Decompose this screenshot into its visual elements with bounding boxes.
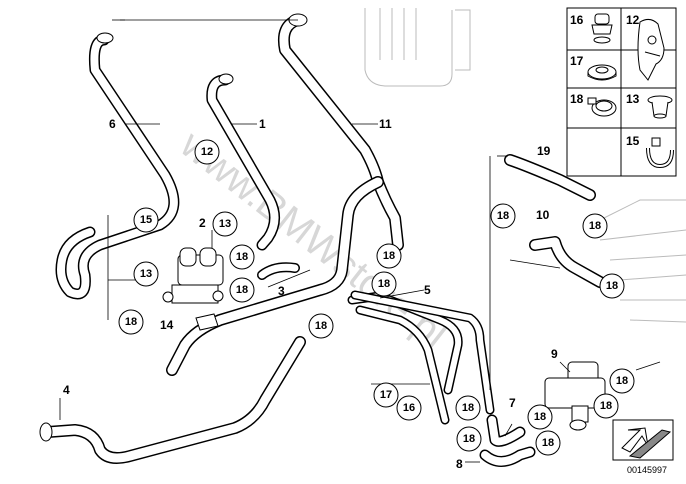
label-14: 14 — [160, 318, 174, 332]
valve-9-icon — [544, 361, 606, 431]
leader-lines — [59, 19, 661, 463]
svg-text:18: 18 — [616, 375, 628, 387]
label-5: 5 — [424, 283, 431, 297]
bracket-clip-icon — [637, 18, 665, 81]
svg-text:18: 18 — [315, 320, 327, 332]
legend-label-18: 18 — [570, 92, 584, 106]
svg-text:18: 18 — [236, 284, 248, 296]
hose-11 — [166, 13, 404, 376]
part-14-block — [195, 313, 219, 331]
callout-12: 12 — [194, 139, 220, 165]
hose-clamp-icon — [587, 97, 617, 117]
callout-18: 18 — [308, 313, 334, 339]
svg-text:18: 18 — [606, 280, 618, 292]
svg-text:18: 18 — [125, 316, 137, 328]
svg-text:13: 13 — [219, 218, 231, 230]
label-3: 3 — [278, 284, 285, 298]
callout-13-left: 13 — [133, 261, 159, 287]
hose-5-pipe — [347, 290, 495, 425]
valve-icon — [162, 247, 224, 304]
hose-10 — [529, 236, 606, 288]
hose-6 — [55, 32, 180, 300]
callout-17: 17 — [373, 382, 399, 408]
legend-label-13: 13 — [626, 92, 640, 106]
grommet-icon — [591, 13, 613, 44]
label-1: 1 — [259, 117, 266, 131]
svg-text:12: 12 — [201, 146, 213, 158]
svg-text:18: 18 — [378, 278, 390, 290]
svg-text:18: 18 — [600, 400, 612, 412]
callout-18: 18 — [455, 395, 481, 421]
callout-18: 18 — [527, 404, 553, 430]
callout-18: 18 — [535, 430, 561, 456]
background-engine-outline — [364, 8, 686, 323]
arrow-legend-icon — [612, 419, 674, 461]
callout-18: 18 — [456, 426, 482, 452]
label-11: 11 — [379, 117, 392, 131]
svg-text:15: 15 — [140, 214, 152, 226]
legend-label-15: 15 — [626, 134, 640, 148]
label-10: 10 — [536, 208, 550, 222]
legend-label-12: 12 — [626, 13, 640, 27]
svg-text:13: 13 — [140, 268, 152, 280]
svg-text:18: 18 — [542, 437, 554, 449]
callout-13-top: 13 — [212, 211, 238, 237]
legend-label-16: 16 — [570, 13, 584, 27]
svg-text:18: 18 — [383, 250, 395, 262]
callout-18: 18 — [118, 309, 144, 335]
hose-3 — [257, 262, 300, 280]
hose-19 — [504, 154, 596, 201]
svg-text:16: 16 — [403, 402, 415, 414]
callout-18: 18 — [229, 277, 255, 303]
callout-18: 18 — [609, 368, 635, 394]
callout-15: 15 — [133, 207, 159, 233]
svg-text:18: 18 — [463, 433, 475, 445]
doc-number: 00145997 — [627, 465, 667, 475]
hose-7 — [486, 414, 526, 447]
callout-18: 18 — [490, 203, 516, 229]
callout-18: 18 — [229, 244, 255, 270]
svg-text:18: 18 — [462, 402, 474, 414]
label-4: 4 — [63, 383, 70, 397]
svg-text:18: 18 — [534, 411, 546, 423]
label-8: 8 — [456, 457, 463, 471]
hose-8 — [479, 446, 536, 467]
grommet-icon-13 — [647, 95, 673, 119]
legend-panel — [566, 7, 677, 177]
seal-ring-icon — [587, 64, 617, 81]
label-9: 9 — [551, 347, 558, 361]
legend-label-17: 17 — [570, 54, 584, 68]
svg-text:18: 18 — [589, 220, 601, 232]
callout-18: 18 — [371, 271, 397, 297]
svg-text:18: 18 — [497, 210, 509, 222]
hose-1 — [206, 73, 280, 251]
callout-18: 18 — [599, 273, 625, 299]
label-6: 6 — [109, 117, 116, 131]
svg-text:18: 18 — [236, 251, 248, 263]
label-7: 7 — [509, 396, 516, 410]
clip-icon-15 — [646, 137, 674, 169]
hose-4 — [39, 336, 306, 464]
callout-18: 18 — [376, 243, 402, 269]
callout-18: 18 — [593, 393, 619, 419]
callout-16: 16 — [396, 395, 422, 421]
label-19: 19 — [537, 144, 551, 158]
svg-text:17: 17 — [380, 389, 392, 401]
label-2: 2 — [199, 216, 206, 230]
callout-18: 18 — [582, 213, 608, 239]
